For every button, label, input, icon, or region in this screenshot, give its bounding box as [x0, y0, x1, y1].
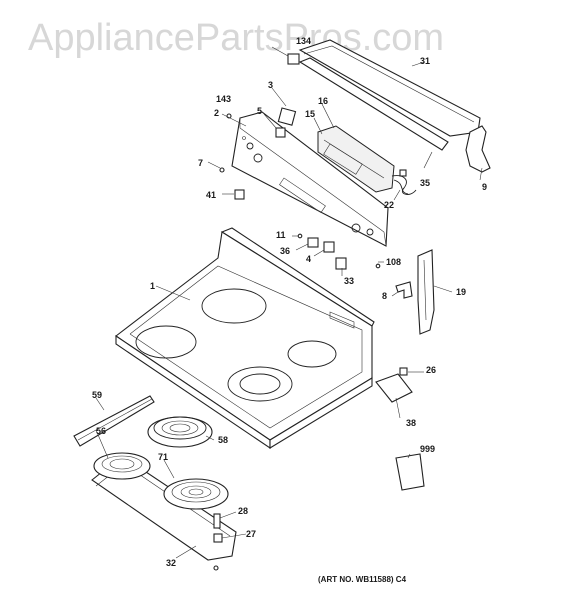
callout-999: 999: [420, 444, 435, 454]
callout-59: 59: [92, 390, 102, 400]
terminal-part-27: [213, 533, 223, 543]
knob-part-33: [335, 257, 347, 270]
callout-16: 16: [318, 96, 328, 106]
callout-36: 36: [280, 246, 290, 256]
callout-4: 4: [306, 254, 311, 264]
element-part-56: [93, 452, 151, 480]
clip-part-41: [234, 189, 245, 200]
callout-26: 26: [426, 365, 436, 375]
watermark: AppliancePartsPros.com: [28, 17, 444, 59]
art-number: (ART NO. WB11588) C4: [318, 575, 407, 584]
side-bracket-part: [417, 249, 435, 335]
callout-27: 27: [246, 529, 256, 539]
callout-31: 31: [420, 56, 430, 66]
callout-32: 32: [166, 558, 176, 568]
callout-7: 7: [198, 158, 203, 168]
knob-part-36: [307, 237, 319, 248]
clock-board-part: [317, 125, 395, 193]
clip-part-5: [275, 127, 286, 138]
wire-harness-part: [391, 169, 417, 195]
callout-56: 56: [96, 426, 106, 436]
callout-3: 3: [268, 80, 273, 90]
callout-143: 143: [216, 94, 231, 104]
control-panel-part: [231, 111, 389, 247]
cooktop-part: [115, 227, 375, 450]
callout-33: 33: [344, 276, 354, 286]
screw-part-bottom: [213, 565, 219, 571]
callout-2: 2: [214, 108, 219, 118]
clip-part-134: [287, 53, 300, 65]
element-part-58: [147, 416, 213, 448]
leader-lines: [95, 46, 483, 559]
callout-35: 35: [420, 178, 430, 188]
callout-108: 108: [386, 257, 401, 267]
callout-71: 71: [158, 452, 168, 462]
callout-15: 15: [305, 109, 315, 119]
end-cap-part: [465, 125, 491, 173]
callout-labels: 1 2 3 4 5 7 8 9 11 15 16 19 22 26 27 28 …: [92, 36, 487, 568]
callout-58: 58: [218, 435, 228, 445]
knob-part-38: [375, 373, 413, 403]
callout-22: 22: [384, 200, 394, 210]
hinge-bracket-part: [73, 395, 155, 447]
callout-9: 9: [482, 182, 487, 192]
callout-5: 5: [257, 106, 262, 116]
terminal-part-28: [213, 513, 221, 529]
callout-134: 134: [296, 36, 311, 46]
switch-part-3: [277, 107, 297, 126]
callout-19: 19: [456, 287, 466, 297]
screw-part-7: [219, 167, 225, 173]
clip-part-26: [399, 367, 408, 376]
rear-trim-part: [298, 39, 481, 151]
callout-38: 38: [406, 418, 416, 428]
callout-28: 28: [238, 506, 248, 516]
bracket-part-8: [395, 281, 413, 299]
callout-11: 11: [276, 230, 286, 240]
element-part-71: [163, 478, 229, 510]
screw-part-108: [375, 263, 381, 269]
literature-part-999: [395, 453, 425, 491]
screw-part-11: [297, 233, 303, 239]
callout-1: 1: [150, 281, 155, 291]
callout-8: 8: [382, 291, 387, 301]
callout-41: 41: [206, 190, 216, 200]
knob-part-4: [323, 241, 335, 253]
